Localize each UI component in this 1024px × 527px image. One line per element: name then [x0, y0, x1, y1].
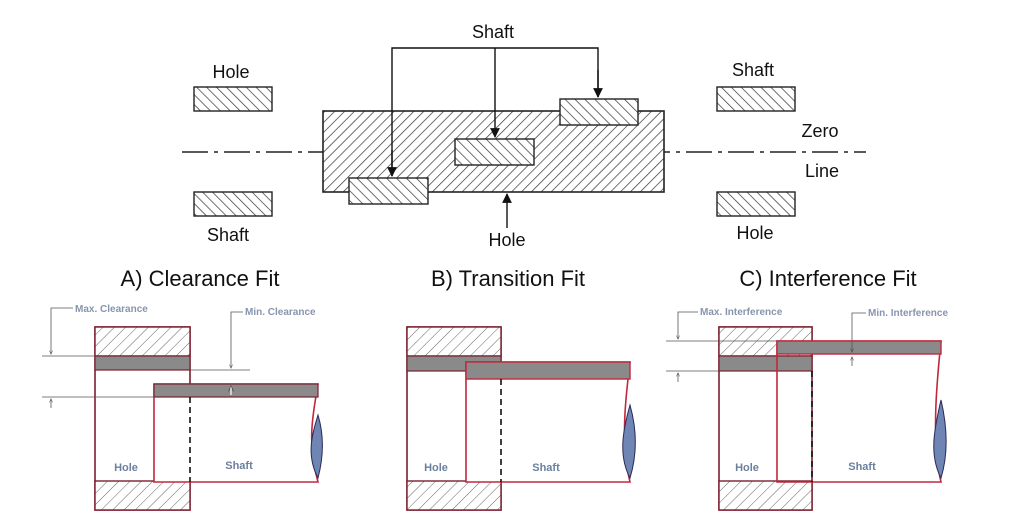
- clearance-fit-title: A) Clearance Fit: [121, 266, 280, 291]
- shaft-right-label: Shaft: [732, 60, 774, 80]
- shaft-zone-low: [348, 177, 429, 205]
- shaft-zone-high: [559, 98, 639, 126]
- hole-band: [718, 355, 813, 372]
- hole-hatch-bottom: [94, 480, 191, 511]
- shaft-block-left: [193, 191, 273, 217]
- line-label: Line: [805, 161, 839, 181]
- hole-bottom-label: Hole: [488, 230, 525, 250]
- hole-block-left: [193, 86, 273, 112]
- shaft-break-fill: [310, 413, 323, 480]
- hole-band: [94, 355, 191, 371]
- hole-hatch-bottom: [406, 480, 502, 511]
- max-clearance-label: Max. Clearance: [75, 304, 148, 315]
- hole-block-right: [716, 191, 796, 217]
- shaft-band: [153, 383, 319, 398]
- clearance-hole-label: Hole: [114, 462, 138, 474]
- interference-fit-title: C) Interference Fit: [739, 266, 916, 291]
- min-clearance-leader: [231, 311, 243, 368]
- max-clearance-leader: [51, 307, 73, 354]
- clearance-fit-panel: Max. Clearance Min. Clearance Hole Shaft: [42, 304, 323, 511]
- transition-hole-label: Hole: [424, 462, 448, 474]
- transition-fit-title: B) Transition Fit: [431, 266, 585, 291]
- hole-left-label: Hole: [212, 62, 249, 82]
- shaft-zone-mid: [454, 138, 535, 166]
- interference-shaft-label: Shaft: [848, 461, 876, 473]
- interference-hole-label: Hole: [735, 462, 759, 474]
- min-interference-label: Min. Interference: [868, 308, 948, 319]
- interference-fit-panel: Max. Interference Min. Interference Hole…: [666, 307, 948, 511]
- min-clearance-label: Min. Clearance: [245, 307, 316, 318]
- shaft-top-label: Shaft: [472, 22, 514, 42]
- clearance-shaft-label: Shaft: [225, 460, 253, 472]
- tolerance-zone-diagram: Shaft Hole Shaft Shaft Hole Hole Zero Li…: [182, 22, 866, 250]
- shaft-break-fill: [933, 399, 947, 480]
- hole-right-label: Hole: [736, 223, 773, 243]
- max-interference-leader: [678, 311, 698, 339]
- shaft-band: [776, 340, 942, 355]
- shaft-left-label: Shaft: [207, 225, 249, 245]
- zero-label: Zero: [801, 121, 838, 141]
- hole-hatch-top: [94, 326, 191, 357]
- shaft-break-fill: [622, 403, 636, 480]
- shaft-block-right: [716, 86, 796, 112]
- shaft-band: [465, 361, 631, 380]
- transition-fit-panel: Hole Shaft: [406, 326, 636, 511]
- min-interference-leader: [852, 312, 866, 352]
- hole-hatch-top: [406, 326, 502, 357]
- hole-hatch-bottom: [718, 480, 813, 511]
- max-interference-label: Max. Interference: [700, 307, 783, 318]
- transition-shaft-label: Shaft: [532, 462, 560, 474]
